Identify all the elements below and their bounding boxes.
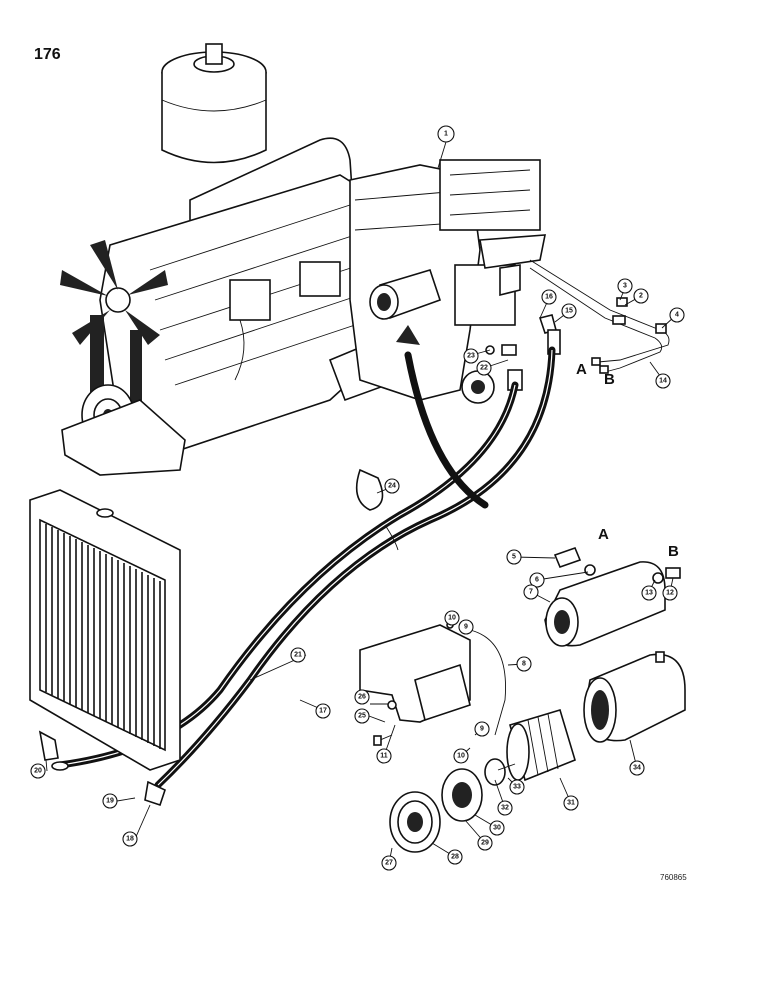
callout: 26 — [354, 689, 370, 705]
port-label-a-upper: A — [576, 361, 587, 378]
pressure-lines — [529, 259, 670, 374]
svg-text:19: 19 — [106, 798, 114, 805]
callout: 7 — [523, 584, 539, 600]
callout: 29 — [477, 835, 493, 851]
small-hose — [469, 629, 506, 736]
callout: 30 — [489, 820, 505, 836]
svg-text:22: 22 — [480, 365, 488, 372]
svg-text:30: 30 — [493, 825, 501, 832]
callout: 9 — [474, 721, 490, 737]
bolt — [373, 734, 393, 746]
oil-filter-mounted — [369, 269, 442, 320]
svg-text:1: 1 — [444, 131, 448, 138]
svg-text:25: 25 — [358, 713, 366, 720]
callout: 11 — [376, 748, 392, 764]
callout: 24 — [384, 478, 400, 494]
callout: 22 — [476, 360, 492, 376]
svg-text:4: 4 — [675, 312, 679, 319]
svg-text:32: 32 — [501, 805, 509, 812]
svg-text:24: 24 — [388, 483, 396, 490]
callout: 15 — [561, 303, 577, 319]
page-number: 176 — [34, 46, 61, 63]
callout: 5 — [506, 549, 522, 565]
svg-text:6: 6 — [535, 577, 539, 584]
callout: 19 — [102, 793, 118, 809]
svg-text:12: 12 — [666, 590, 674, 597]
svg-text:33: 33 — [513, 784, 521, 791]
remote-oil-filter — [544, 546, 681, 647]
callout: 10 — [444, 610, 460, 626]
callout: 34 — [629, 760, 645, 776]
callout: 23 — [463, 348, 479, 364]
svg-text:31: 31 — [567, 800, 575, 807]
callout: 16 — [541, 289, 557, 305]
callouts: 1 2 3 4 14 16 15 23 22 24 5 6 7 13 12 10… — [30, 125, 685, 871]
callout: 3 — [617, 278, 633, 294]
port-label-b-upper: B — [604, 371, 615, 388]
drawing-code: 760865 — [660, 873, 687, 882]
svg-text:27: 27 — [385, 860, 393, 867]
port-labels: A B A B — [576, 361, 679, 560]
mounting-bracket — [359, 621, 471, 723]
engine-assembly — [60, 43, 401, 476]
hose-end-fittings — [38, 730, 166, 807]
svg-text:14: 14 — [659, 378, 667, 385]
callout: 21 — [290, 647, 306, 663]
svg-text:23: 23 — [467, 353, 475, 360]
callout: 31 — [563, 795, 579, 811]
pulley-assembly — [389, 758, 516, 853]
svg-text:11: 11 — [380, 753, 388, 760]
svg-text:16: 16 — [545, 294, 553, 301]
air-cleaner — [161, 43, 267, 164]
svg-text:28: 28 — [451, 854, 459, 861]
callout: 33 — [509, 779, 525, 795]
callout: 32 — [497, 800, 513, 816]
callout: 28 — [447, 849, 463, 865]
svg-text:18: 18 — [126, 836, 134, 843]
svg-text:20: 20 — [34, 768, 42, 775]
port-label-b-lower: B — [668, 543, 679, 560]
hose-strap — [355, 468, 399, 551]
callout: 13 — [641, 585, 657, 601]
callout: 9 — [458, 619, 474, 635]
radiator-fins — [45, 524, 161, 749]
transmission-housing — [349, 159, 546, 404]
svg-text:15: 15 — [565, 308, 573, 315]
callout: 25 — [354, 708, 370, 724]
svg-text:5: 5 — [512, 554, 516, 561]
callout: 10 — [453, 748, 469, 764]
svg-text:9: 9 — [464, 624, 468, 631]
callout: 6 — [529, 572, 545, 588]
callout: 8 — [516, 656, 532, 672]
svg-text:26: 26 — [358, 694, 366, 701]
radiator — [29, 489, 181, 771]
svg-text:34: 34 — [633, 765, 641, 772]
callout: 1 — [437, 125, 455, 143]
engine-block — [99, 174, 386, 451]
svg-text:3: 3 — [623, 283, 627, 290]
svg-text:2: 2 — [639, 293, 643, 300]
callout: 2 — [633, 288, 649, 304]
callout: 17 — [315, 703, 331, 719]
svg-text:10: 10 — [448, 615, 456, 622]
svg-text:8: 8 — [522, 661, 526, 668]
port-label-a-lower: A — [598, 526, 609, 543]
svg-text:13: 13 — [645, 590, 653, 597]
callout: 20 — [30, 763, 46, 779]
svg-text:21: 21 — [294, 652, 302, 659]
callout: 18 — [122, 831, 138, 847]
callout: 12 — [662, 585, 678, 601]
callout: 27 — [381, 855, 397, 871]
spin-on-filter — [506, 709, 576, 782]
svg-text:7: 7 — [529, 589, 533, 596]
filter-canister — [583, 651, 686, 743]
callout: 4 — [669, 307, 685, 323]
callout: 14 — [655, 373, 671, 389]
svg-text:29: 29 — [481, 840, 489, 847]
svg-text:10: 10 — [457, 753, 465, 760]
svg-text:17: 17 — [319, 708, 327, 715]
svg-text:9: 9 — [480, 726, 484, 733]
